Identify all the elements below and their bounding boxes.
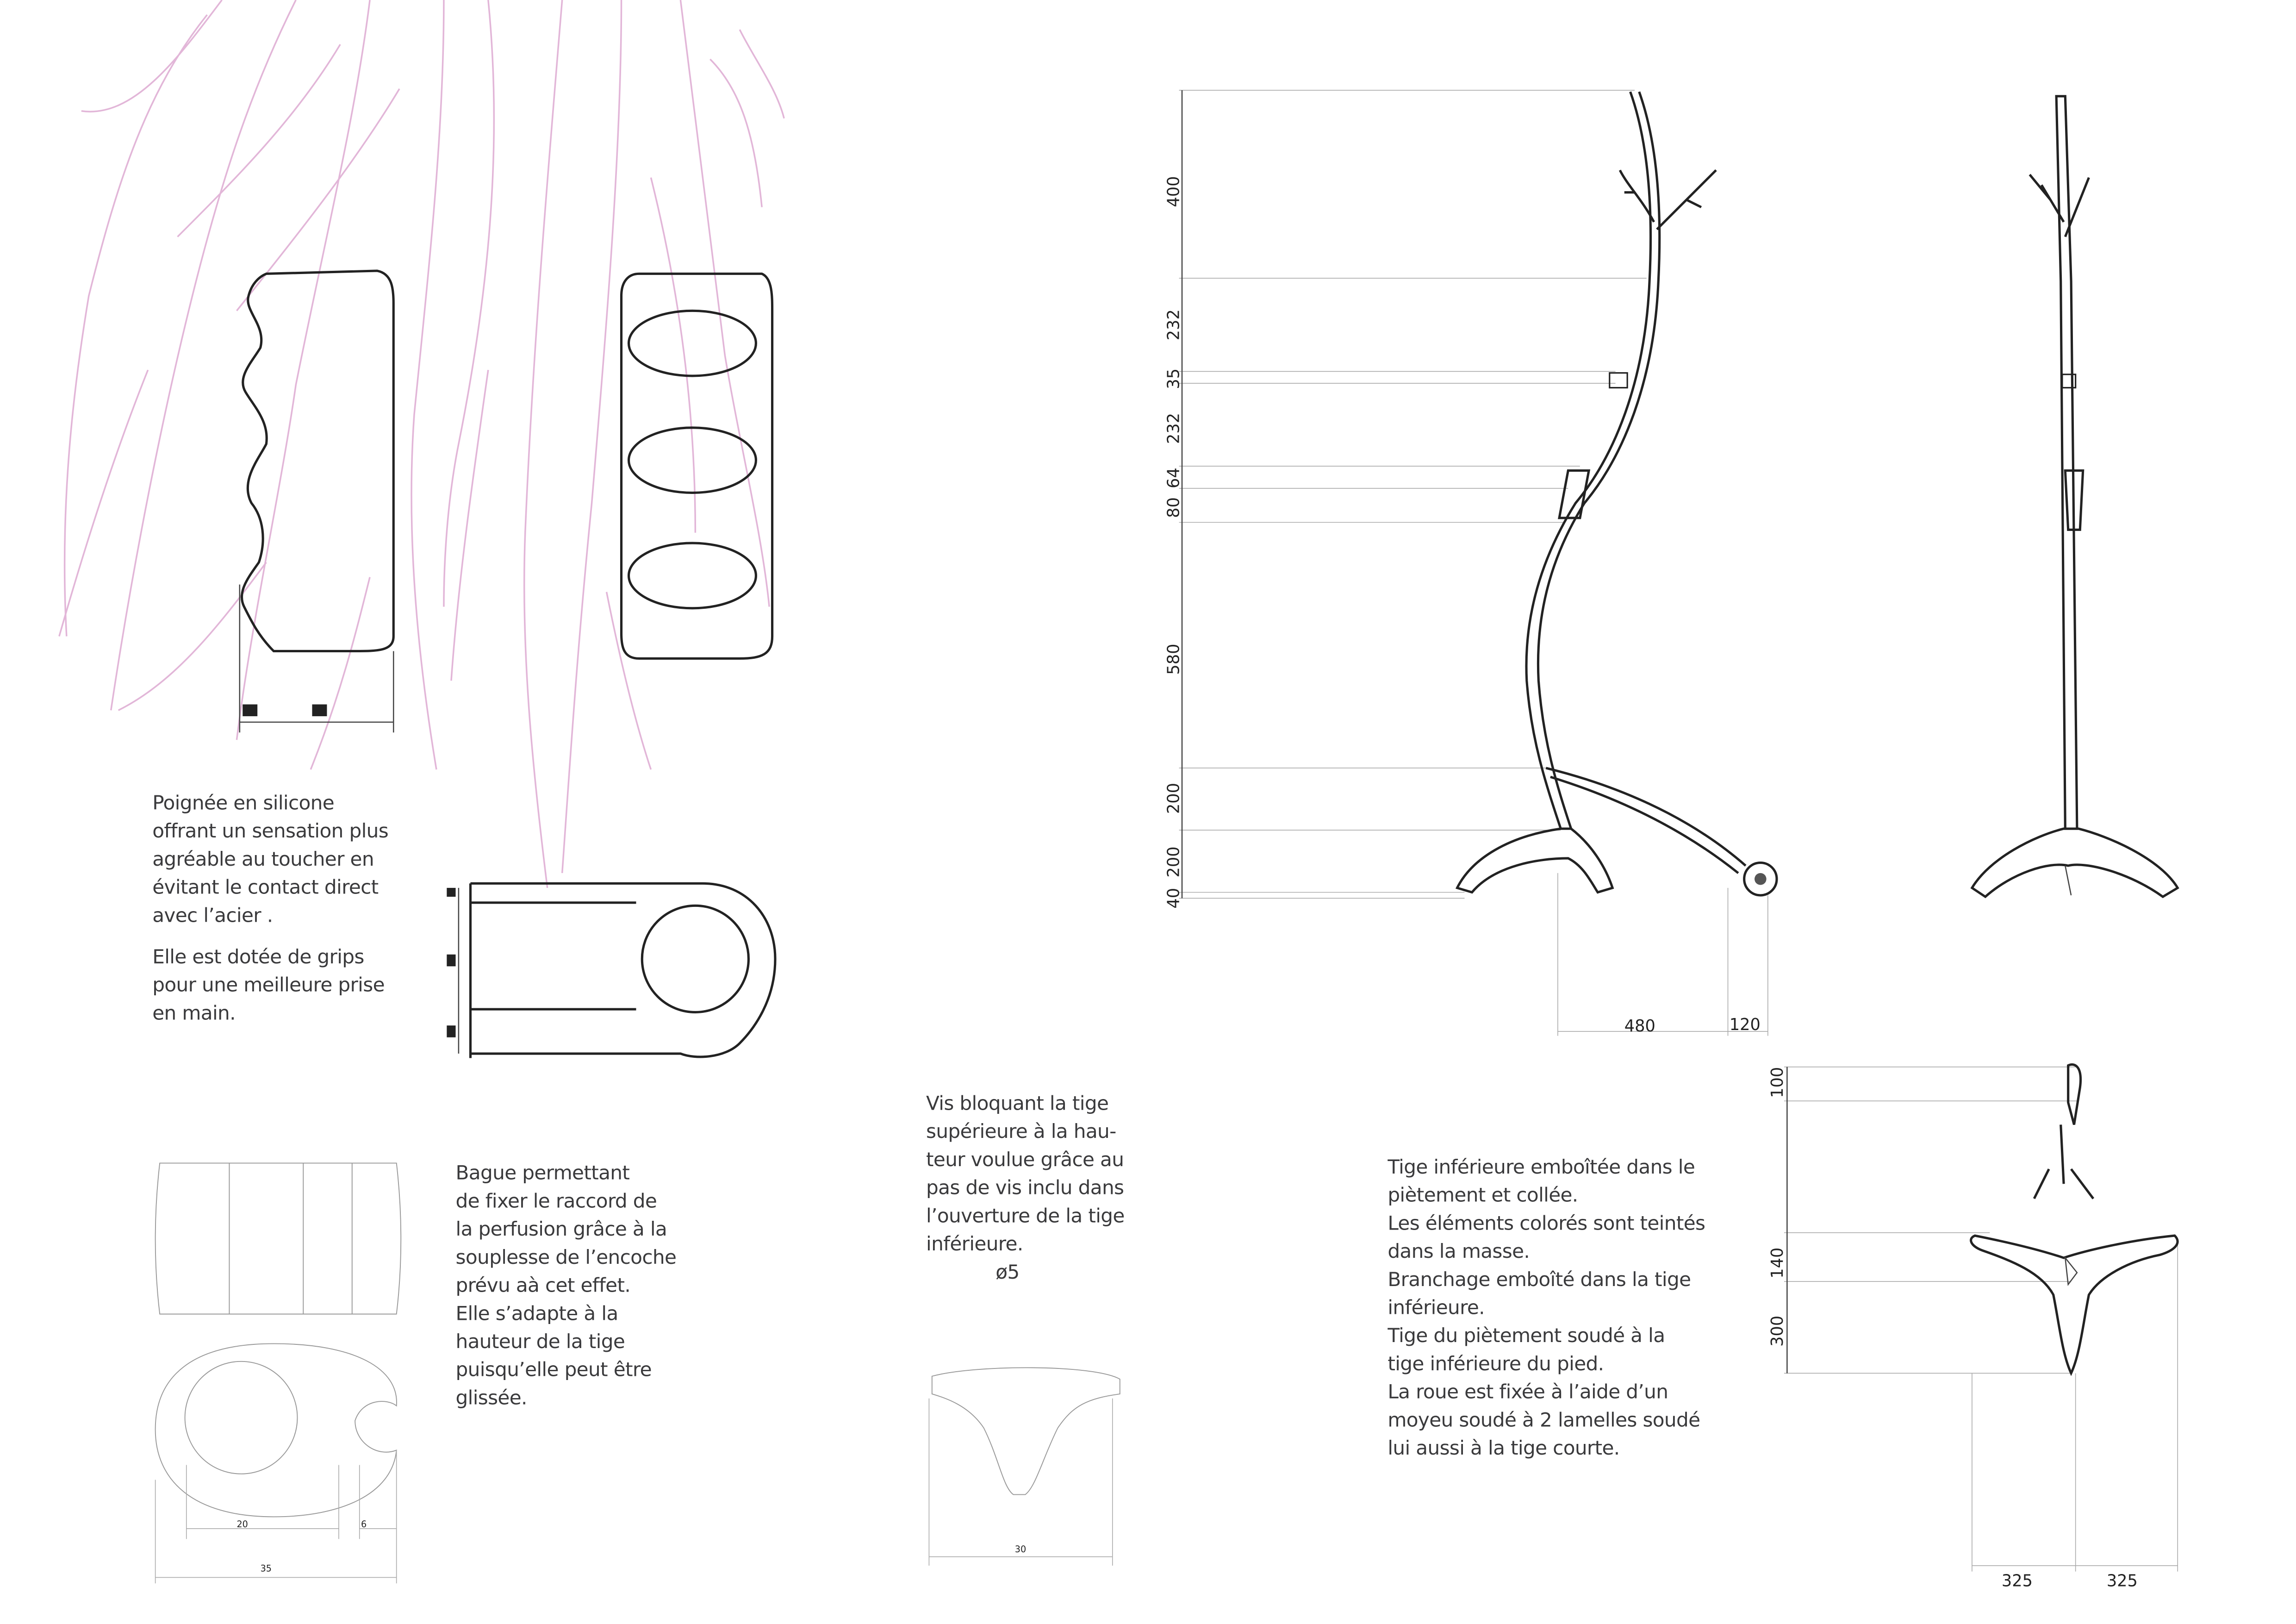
text-line: puisqu’elle peut être — [455, 1360, 652, 1382]
dim-screw-width: 30 — [1015, 1544, 1026, 1555]
text-line: Poignée en silicone — [152, 793, 335, 816]
text-line: l’ouverture de la tige — [926, 1206, 1125, 1229]
text-line: glissée. — [455, 1388, 528, 1411]
text-line: hauteur de la tige — [455, 1331, 625, 1354]
dim-80: 80 — [1164, 497, 1183, 518]
text-line: Tige inférieure emboîtée dans le — [1388, 1157, 1695, 1180]
text-line: moyeu soudé à 2 lamelles soudé — [1388, 1410, 1700, 1433]
ring-top-view: 20 6 35 — [155, 1343, 397, 1584]
stand-front-view — [1970, 95, 2179, 899]
text-line: en main. — [152, 1003, 236, 1026]
dim-232-upper: 232 — [1164, 309, 1183, 340]
text-line: Elle s’adapte à la — [455, 1304, 619, 1326]
text-line: Vis bloquant la tige — [926, 1093, 1109, 1116]
text-line: La roue est fixée à l’aide d’un — [1388, 1382, 1668, 1405]
text-line: lui aussi à la tige courte. — [1388, 1438, 1620, 1461]
text-line: inférieure. — [926, 1234, 1023, 1256]
text-line: Les éléments colorés sont teintés — [1388, 1213, 1705, 1236]
screw-description: Vis bloquant la tige supérieure à la hau… — [926, 1091, 1125, 1287]
handle-front-view — [620, 272, 774, 660]
dim-325-left: 325 — [2002, 1572, 2033, 1591]
text-line: Tige du piètement soudé à la — [1388, 1326, 1665, 1349]
text-line: inférieure. — [1388, 1298, 1485, 1320]
text-line: de fixer le raccord de — [455, 1191, 657, 1214]
text-line: Branchage emboîté dans la tige — [1388, 1269, 1691, 1292]
text-line: avec l’acier . — [152, 906, 273, 928]
text-line: offrant un sensation plus — [152, 821, 389, 844]
top-view-dimensions: 100 140 300 325 325 — [1768, 1067, 2138, 1591]
text-line: souplesse de l’encoche — [455, 1247, 677, 1270]
dim-35: 35 — [1164, 369, 1183, 389]
text-line: dans la masse. — [1388, 1241, 1530, 1264]
text-line: Bague permettant — [455, 1163, 630, 1186]
screw-part-view: 30 — [928, 1367, 1120, 1566]
dim-100: 100 — [1768, 1067, 1787, 1098]
dim-ring-overall: 35 — [261, 1563, 272, 1574]
dim-140: 140 — [1768, 1248, 1787, 1279]
dim-300: 300 — [1768, 1316, 1787, 1347]
dim-580: 580 — [1164, 643, 1183, 675]
text-line: évitant le contact direct — [152, 877, 379, 900]
dim-400: 400 — [1164, 176, 1183, 207]
assembly-description: Tige inférieure emboîtée dans le pièteme… — [1388, 1154, 1705, 1463]
handle-description: Poignée en silicone offrant un sensation… — [152, 790, 388, 1029]
dim-ring-inner: 20 — [236, 1519, 248, 1530]
stand-side-view — [1179, 90, 1778, 1036]
handle-side-view — [239, 269, 395, 733]
text-line: teur voulue grâce au — [926, 1149, 1124, 1172]
text-line: pour une meilleure prise — [152, 975, 385, 998]
text-line: pas de vis inclu dans — [926, 1178, 1124, 1200]
dim-325-right: 325 — [2107, 1572, 2138, 1591]
text-line: supérieure à la hau- — [926, 1121, 1116, 1144]
dim-232-lower: 232 — [1164, 413, 1183, 444]
text-line: piètement et collée. — [1388, 1185, 1578, 1208]
text-line: tige inférieure du pied. — [1388, 1354, 1604, 1376]
side-view-dimensions: 400 232 35 232 64 80 580 200 200 40 480 … — [1164, 176, 1761, 1036]
stand-top-view — [1784, 1063, 2179, 1572]
dim-64: 64 — [1164, 468, 1183, 488]
dim-200-lower: 200 — [1164, 846, 1183, 877]
text-line: agréable au toucher en — [152, 849, 374, 872]
text-line: prévu aà cet effet. — [455, 1275, 631, 1298]
ring-side-view — [155, 1162, 402, 1315]
dim-480: 480 — [1624, 1017, 1655, 1036]
dim-200-upper: 200 — [1164, 783, 1183, 814]
handle-top-view — [447, 882, 777, 1058]
screw-diameter: ø5 — [996, 1262, 1020, 1285]
ring-description: Bague permettant de fixer le raccord de … — [456, 1160, 677, 1413]
dim-40: 40 — [1164, 888, 1183, 909]
text-line: la perfusion grâce à la — [455, 1219, 667, 1242]
dim-120: 120 — [1730, 1015, 1761, 1034]
text-line: Elle est dotée de grips — [152, 947, 364, 969]
willow-branches-illustration — [58, 0, 785, 888]
dim-ring-notch: 6 — [361, 1519, 367, 1530]
